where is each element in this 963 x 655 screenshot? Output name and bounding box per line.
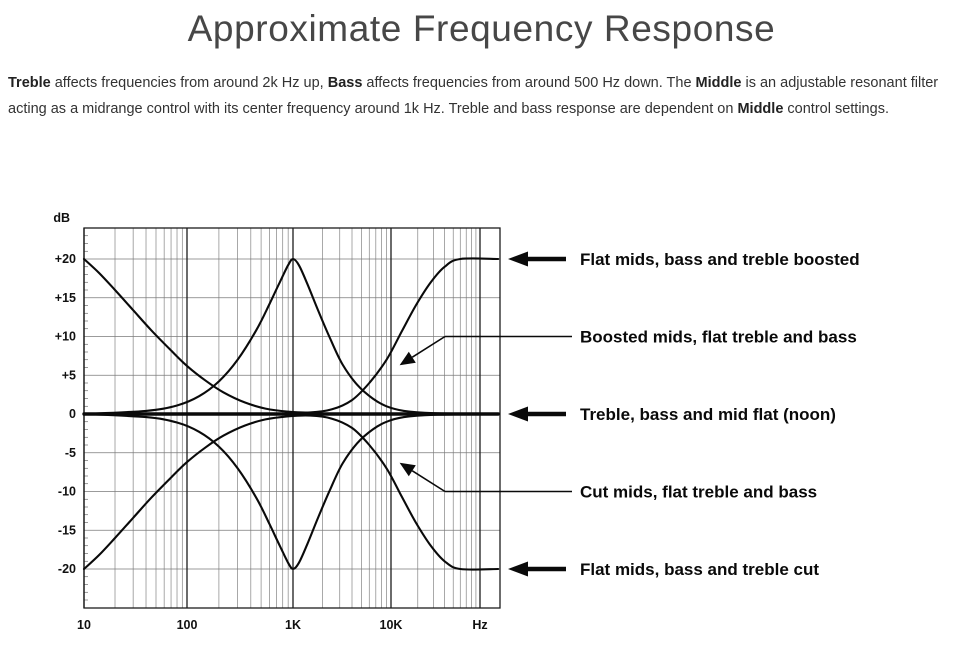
x-tick-label: 1K — [285, 618, 301, 632]
curve-annotations: Flat mids, bass and treble boostedBooste… — [399, 250, 860, 579]
text-run: affects frequencies from around 500 Hz d… — [362, 75, 696, 91]
y-tick-label: -5 — [65, 446, 76, 460]
page-title: Approximate Frequency Response — [187, 8, 776, 49]
curve-annotation-label: Treble, bass and mid flat (noon) — [580, 405, 836, 424]
bold-term: Treble — [8, 75, 51, 91]
curve-annotation-label: Flat mids, bass and treble boosted — [580, 250, 860, 269]
response-curve — [82, 257, 500, 414]
text-run: is an adjustable resonant filter acting … — [8, 75, 939, 117]
pointer-arrow-icon — [399, 351, 416, 366]
bold-term: Bass — [327, 75, 363, 91]
curve-annotation: Treble, bass and mid flat (noon) — [508, 405, 836, 424]
arrow-shaft — [411, 335, 446, 358]
left-arrow-icon — [508, 406, 528, 422]
y-tick-label: -20 — [58, 562, 76, 576]
response-curve — [82, 412, 500, 571]
bold-term: Middle — [695, 75, 742, 91]
y-tick-label: +10 — [55, 330, 76, 344]
y-tick-label: +20 — [55, 252, 76, 266]
arrow-shaft — [411, 470, 446, 493]
x-tick-label: 10 — [77, 618, 91, 632]
y-tick-label: -15 — [58, 523, 76, 537]
axis-labels: dB +20 +15 +10 +5 0 -5 -10 -15 -20 10 100 1K 10K Hz — [53, 211, 487, 632]
response-curve — [82, 414, 500, 571]
pointer-arrow-icon — [399, 462, 416, 477]
y-tick-label: +15 — [55, 291, 76, 305]
left-arrow-icon — [508, 561, 528, 577]
curve-annotation-label: Flat mids, bass and treble cut — [580, 560, 819, 579]
curve-annotation-label: Boosted mids, flat treble and bass — [580, 328, 857, 347]
x-tick-label: 100 — [177, 618, 198, 632]
left-arrow-icon — [508, 251, 528, 267]
response-curve — [82, 257, 500, 416]
curve-annotation: Cut mids, flat treble and bass — [399, 462, 817, 502]
bold-term: Middle — [737, 100, 784, 117]
description-paragraph: Treble affects frequencies from around 2… — [8, 71, 954, 122]
x-tick-label: Hz — [472, 618, 487, 632]
y-tick-label: -10 — [58, 485, 76, 499]
curve-annotation: Boosted mids, flat treble and bass — [399, 328, 857, 366]
curve-annotation-label: Cut mids, flat treble and bass — [580, 483, 817, 502]
y-tick-label: +5 — [62, 368, 76, 382]
plot-border — [83, 227, 501, 609]
frequency-response-figure: dB +20 +15 +10 +5 0 -5 -10 -15 -20 10 100 1K 10K Hz Fla… — [0, 201, 963, 647]
curve-annotation: Flat mids, bass and treble cut — [508, 560, 819, 579]
frequency-response-chart: dB +20 +15 +10 +5 0 -5 -10 -15 -20 10 100 1K 10K Hz Fla… — [53, 211, 860, 632]
page: Approximate Frequency Response Treble af… — [0, 8, 963, 655]
text-run: control settings. — [783, 100, 889, 117]
x-tick-label: 10K — [380, 618, 403, 632]
text-run: affects frequencies from around 2k Hz up… — [50, 75, 328, 91]
chart-grid — [83, 227, 501, 609]
y-tick-label: 0 — [69, 407, 76, 421]
curve-annotation: Flat mids, bass and treble boosted — [508, 250, 860, 269]
y-axis-unit-label: dB — [53, 211, 70, 225]
chart-curves — [82, 257, 500, 571]
